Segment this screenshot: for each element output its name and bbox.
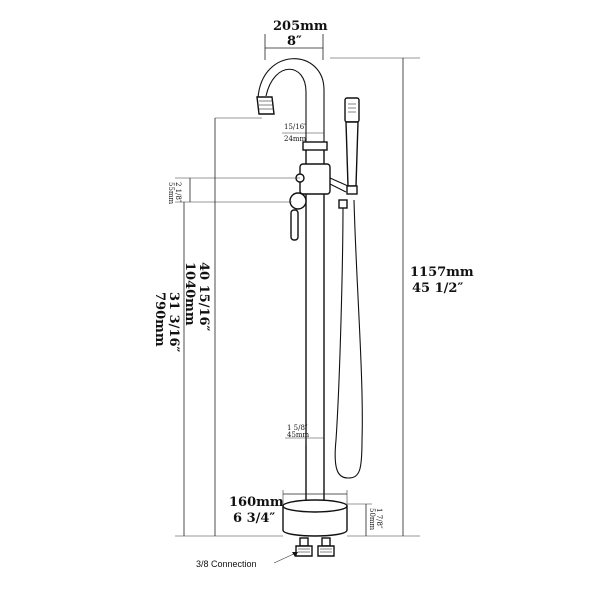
shower-handle [345,121,359,187]
height-2-mm: 790mm [152,292,167,347]
total-height-in: 45 1/2″ [412,281,463,296]
base-height-mm: 50mm [368,508,376,531]
total-height-mm: 1157mm [410,265,474,280]
pipe-dia-mm: 45mm [287,431,310,439]
height-2-in: 31 3/16″ [166,292,181,353]
spout-reach-mm: 205mm [273,19,328,34]
shower-hose [334,199,363,479]
spout-outer [265,68,307,152]
connection-label: 3/8 Connection [196,559,257,569]
hose-connector [338,199,348,209]
connection-arrowhead [292,552,298,557]
handle-gap-mm: 55mm [167,182,175,205]
nut-left [295,545,313,557]
faucet-body [256,58,363,557]
base-top [282,499,348,513]
spout-reach-in: 8″ [287,34,302,49]
spout-outlet [256,96,275,115]
connector-left [299,537,309,547]
base-dia-in: 6 3/4″ [233,511,275,526]
height-1-in: 40 15/16″ [196,262,211,332]
spout-collar [302,141,328,151]
main-pipe [305,144,325,508]
base-dia-mm: 160mm [229,495,284,510]
nut-right [317,545,335,557]
dimension-lines [175,34,420,537]
shower-head [344,97,360,123]
spout-dia-in: 15/16″ [284,123,307,131]
pipe-dia-in: 1 5/8″ [287,424,308,432]
mixer-knob [289,192,307,210]
spout-dia-mm: 24mm [284,135,307,143]
spout-inner [257,58,325,152]
lever-handle [290,209,299,241]
height-1-mm: 1040mm [182,262,197,326]
base-height-in: 1 7/8″ [375,508,383,529]
shower-holder [346,185,358,195]
base-cover [282,505,348,537]
handle-gap-in: 2 1/8″ [174,182,182,203]
connector-right [321,537,331,547]
